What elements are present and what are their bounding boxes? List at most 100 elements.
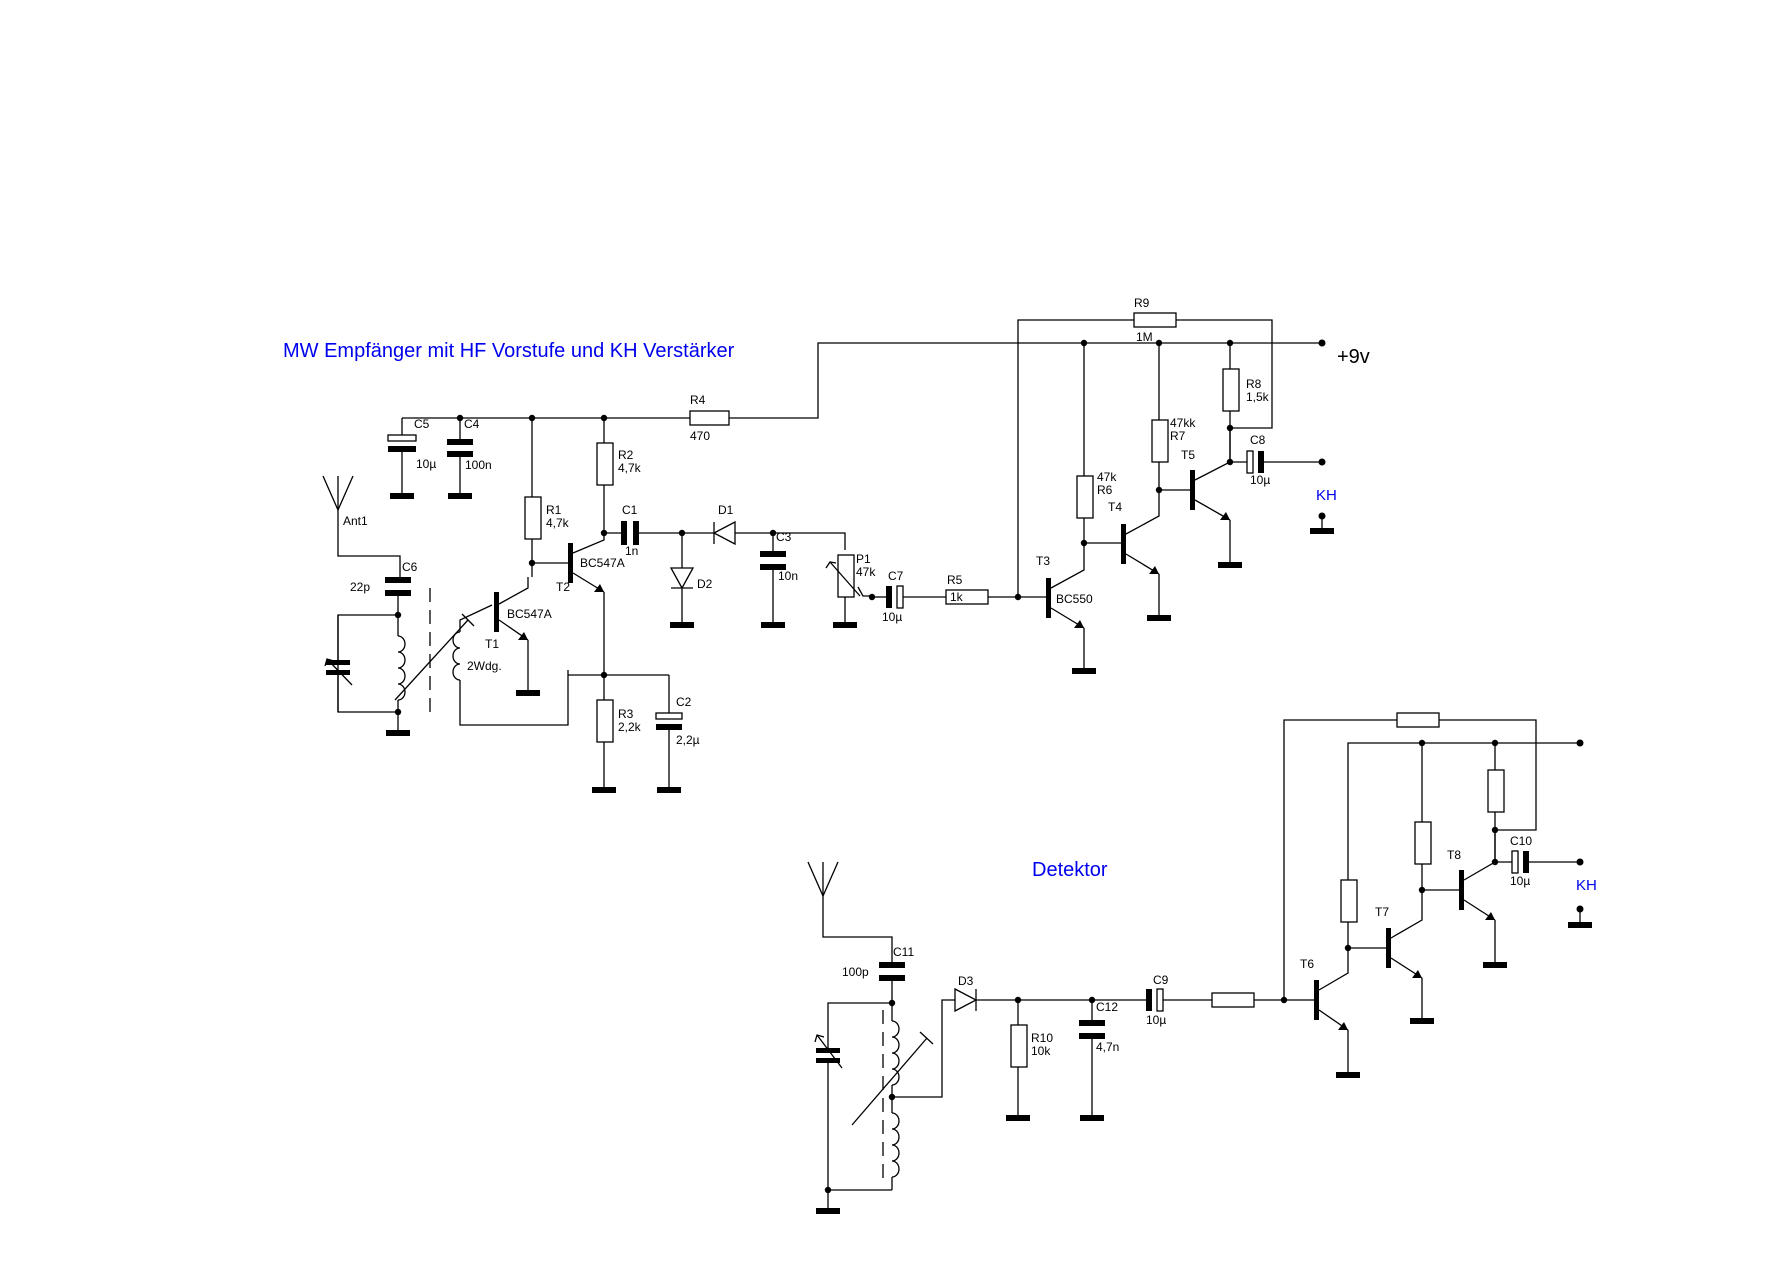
terminal-dot [1576, 858, 1584, 866]
c7-label: C7 [888, 569, 904, 583]
c11-value: 100p [842, 965, 869, 979]
c4-value: 100n [465, 458, 492, 472]
junction-dot [394, 611, 402, 619]
ground-icon [1072, 668, 1096, 674]
r4-value: 470 [690, 429, 710, 443]
r4-label: R4 [690, 393, 706, 407]
transistor-t8-icon [1459, 830, 1496, 962]
t6-label: T6 [1300, 957, 1314, 971]
ground-icon [1218, 562, 1242, 568]
coil-icon [397, 635, 406, 701]
wdg-label: 2Wdg. [467, 659, 502, 673]
junction-dot [1226, 339, 1234, 347]
d2-label: D2 [697, 577, 713, 591]
t8-label: T8 [1447, 848, 1461, 862]
kh1-label: KH [1316, 487, 1337, 504]
resistor [1396, 712, 1440, 728]
c1-label: C1 [622, 503, 638, 517]
r9-resistor [1133, 312, 1177, 328]
t2-label: T2 [556, 580, 570, 594]
transistor-t6-icon [1314, 948, 1349, 1072]
r1-resistor [524, 496, 542, 540]
c10-plate [1511, 850, 1519, 874]
c12-plate [1079, 1033, 1105, 1039]
c6-plate [385, 590, 411, 596]
varcap-plate [326, 670, 350, 675]
ground-icon [1483, 962, 1507, 968]
c10-plate [1523, 851, 1529, 873]
c4-label: C4 [464, 417, 480, 431]
r6-label: R6 [1097, 483, 1113, 497]
supply-label: +9v [1337, 346, 1370, 368]
junction-dot [1491, 826, 1499, 834]
c2-label: C2 [676, 695, 692, 709]
c11-plate [879, 962, 905, 968]
r6-resistor [1076, 475, 1094, 519]
c8-value: 10µ [1250, 473, 1270, 487]
r9-label: R9 [1134, 296, 1150, 310]
r8-resistor [1222, 368, 1240, 412]
coil-icon [891, 1112, 900, 1178]
varcap-plate [816, 1058, 840, 1063]
title-main: MW Empfänger mit HF Vorstufe und KH Vers… [283, 340, 735, 362]
ground-icon [516, 690, 540, 696]
lower-circuit: C11 100p D3 [807, 712, 1597, 1214]
c6-value: 22p [350, 580, 370, 594]
ground-icon [386, 730, 410, 736]
p1-value: 47k [856, 565, 876, 579]
r3-value: 2,2k [618, 720, 642, 734]
c3-label: C3 [776, 530, 792, 544]
c5-plate [388, 446, 416, 452]
r7-resistor [1151, 419, 1169, 463]
transistor-t2-icon [568, 533, 605, 675]
ant1-label: Ant1 [343, 514, 368, 528]
ground-icon [448, 493, 472, 499]
c4-plate [447, 439, 473, 445]
c6-label: C6 [402, 560, 418, 574]
r7-label: R7 [1170, 429, 1186, 443]
ground-icon [1147, 615, 1171, 621]
c10-value: 10µ [1510, 874, 1530, 888]
r4-resistor [689, 410, 730, 426]
t7-label: T7 [1375, 905, 1389, 919]
antenna-icon [807, 861, 893, 962]
junction-dot [1080, 339, 1088, 347]
r10-resistor [1010, 1024, 1028, 1068]
r10-label: R10 [1031, 1031, 1053, 1045]
r10-value: 10k [1031, 1044, 1051, 1058]
antenna-icon [322, 475, 401, 577]
c12-value: 4,7n [1096, 1040, 1119, 1054]
resistor [1487, 769, 1505, 813]
ground-icon [592, 787, 616, 793]
c7-plate [896, 585, 904, 609]
varcap-plate [326, 660, 350, 665]
c2-value: 2,2µ [676, 733, 700, 747]
c11-label: C11 [893, 945, 914, 959]
c9-plate [1146, 989, 1152, 1011]
ground-icon [1006, 1115, 1030, 1121]
c3-value: 10n [778, 569, 798, 583]
c1-value: 1n [625, 544, 638, 558]
junction-dot [1226, 424, 1234, 432]
transistor-t7-icon [1386, 890, 1423, 1018]
p1-label: P1 [856, 552, 871, 566]
title-detector: Detektor [1032, 859, 1108, 881]
r2-resistor [596, 442, 614, 486]
junction-dot [394, 708, 402, 716]
t3-label: T3 [1036, 554, 1050, 568]
c8-plate [1246, 450, 1254, 474]
ground-icon [833, 622, 857, 628]
r2-value: 4,7k [618, 461, 642, 475]
terminal-dot [1318, 339, 1326, 347]
terminal-dot [1576, 739, 1584, 747]
c6-plate [385, 577, 411, 583]
transistor-t3-icon [1046, 543, 1085, 668]
ground-icon [1410, 1018, 1434, 1024]
resistor [1414, 821, 1432, 865]
r1-value: 4,7k [546, 516, 570, 530]
r8-value: 1,5k [1246, 390, 1270, 404]
c1-plate [621, 521, 627, 545]
t5-label: T5 [1181, 448, 1195, 462]
kh2-label: KH [1576, 877, 1597, 894]
ground-icon [390, 493, 414, 499]
